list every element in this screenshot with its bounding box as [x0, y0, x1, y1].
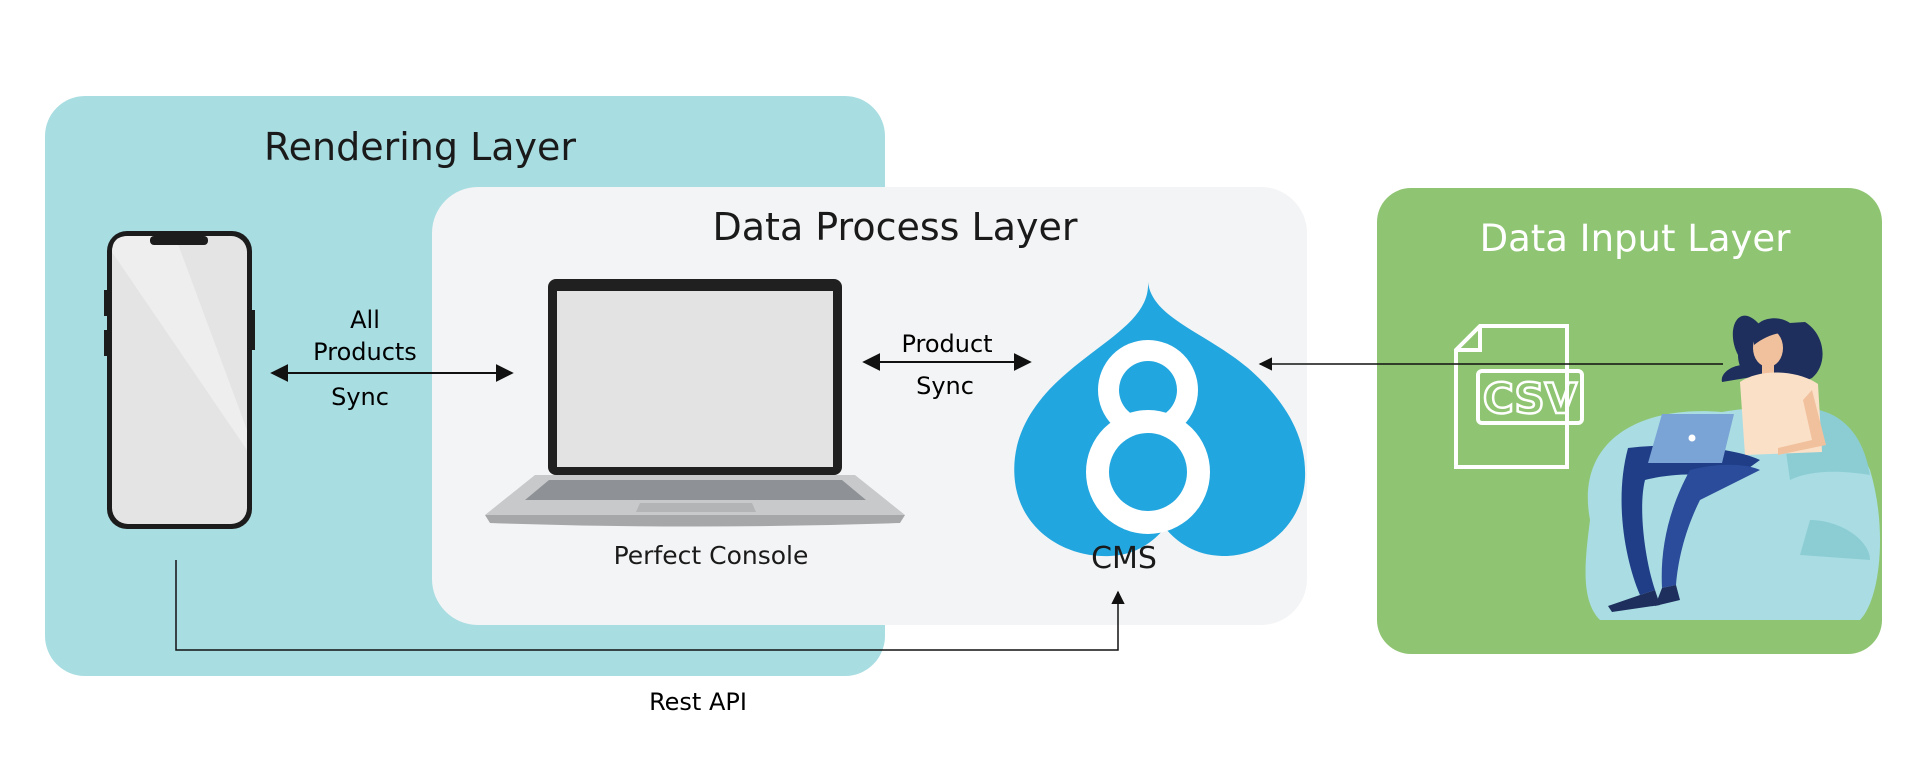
edge-phone-laptop-label-line3: Sync	[331, 383, 389, 411]
drupal-8-logo	[1014, 282, 1306, 557]
csv-file-icon	[1454, 324, 1584, 469]
edge-phone-laptop-label-line1: All	[350, 306, 380, 334]
person-with-laptop-illustration	[1585, 315, 1881, 620]
csv-file-label: CSV	[1483, 374, 1578, 423]
arrow-phone-cms-rest-api	[175, 560, 1125, 651]
edge-phone-laptop-label-line2: Products	[313, 338, 417, 366]
edge-laptop-cms-label-line1: Product	[901, 330, 992, 358]
data-process-layer-title: Data Process Layer	[713, 205, 1078, 249]
edge-laptop-cms-label-line2: Sync	[916, 372, 974, 400]
rendering-layer-title: Rendering Layer	[264, 125, 576, 169]
data-input-layer-title: Data Input Layer	[1480, 217, 1792, 260]
laptop-icon	[485, 279, 905, 527]
edge-rest-api-label: Rest API	[649, 688, 747, 716]
laptop-label: Perfect Console	[614, 541, 809, 570]
smartphone-icon	[104, 231, 255, 529]
cms-label: CMS	[1091, 541, 1157, 576]
